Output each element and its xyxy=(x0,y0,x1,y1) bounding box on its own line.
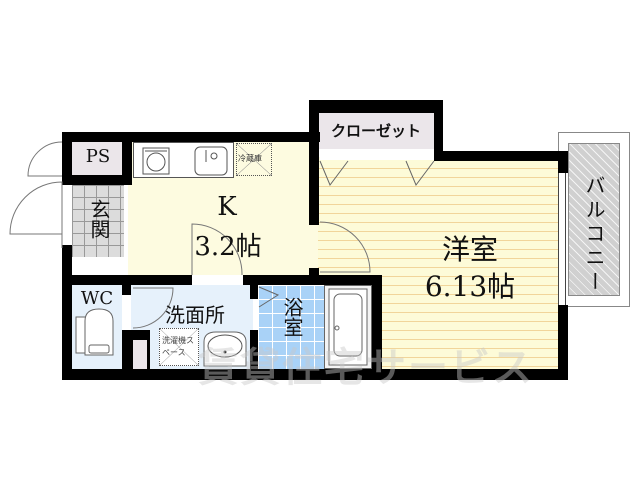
wall-right-top xyxy=(558,151,568,173)
refrigerator-space: 冷蔵庫 xyxy=(236,143,272,176)
ps-door-swing[interactable] xyxy=(26,140,66,180)
washer-space: 洗濯機スペース xyxy=(159,328,199,366)
bathtub-icon xyxy=(328,288,368,366)
entrance-floor xyxy=(72,185,124,257)
bathroom-label: 浴室 xyxy=(280,297,304,337)
wc-label: WC xyxy=(80,288,114,309)
balcony-floor[interactable] xyxy=(568,143,620,296)
western-door-swing[interactable] xyxy=(318,220,378,275)
washbasin-icon xyxy=(203,331,247,367)
wall-bath-right xyxy=(372,275,382,375)
closet-doors[interactable] xyxy=(318,160,436,190)
western-room-size: 6.13帖 xyxy=(424,270,516,303)
wall-washroom-right xyxy=(250,285,258,299)
wall-top-right xyxy=(434,151,568,161)
closet-floor xyxy=(318,113,434,157)
wall-bottom xyxy=(62,369,568,380)
wall-washroom-right-2 xyxy=(250,330,258,370)
watermark: 賃貸住宅サービス xyxy=(198,345,534,391)
kitchen-label: K xyxy=(217,192,237,222)
refrigerator-label: 冷蔵庫 xyxy=(238,154,262,163)
balcony-label: バルコニー xyxy=(582,175,606,295)
bath-door[interactable] xyxy=(258,285,282,315)
bathroom-floor xyxy=(258,285,324,369)
wall-left-top xyxy=(62,132,72,184)
wall-closet-right xyxy=(434,100,443,160)
washroom-label: 洗面所 xyxy=(165,303,225,327)
wall-top-left xyxy=(62,132,320,142)
washer-space-label: 洗濯機スペース xyxy=(162,336,194,357)
toilet-icon xyxy=(75,308,114,356)
entrance-label: 玄関 xyxy=(87,199,111,239)
wall-closet-top xyxy=(309,100,443,113)
western-room-floor xyxy=(318,160,558,370)
ps-label: PS xyxy=(85,146,111,167)
sink-icon xyxy=(194,146,228,176)
storage-small xyxy=(133,340,147,369)
kitchen-size: 3.2帖 xyxy=(194,232,262,262)
entrance-step xyxy=(72,257,128,275)
wall-right-bottom xyxy=(558,305,568,380)
kitchen-door-swing[interactable] xyxy=(190,222,250,277)
stove-icon xyxy=(142,147,170,175)
washroom-door-swing[interactable] xyxy=(131,285,181,330)
western-room-label: 洋室 xyxy=(441,233,498,266)
wall-western-left xyxy=(309,268,319,285)
front-door-swing[interactable] xyxy=(8,180,68,250)
wall-ps-bottom xyxy=(62,175,128,185)
wall-closet-left xyxy=(309,100,319,225)
balcony-window[interactable] xyxy=(558,173,566,305)
wall-wc-right xyxy=(122,275,131,295)
ps-floor xyxy=(72,141,124,175)
wall-ps-right xyxy=(122,132,132,185)
wall-left-bottom xyxy=(62,245,72,380)
closet-label: クローゼット xyxy=(330,122,421,140)
